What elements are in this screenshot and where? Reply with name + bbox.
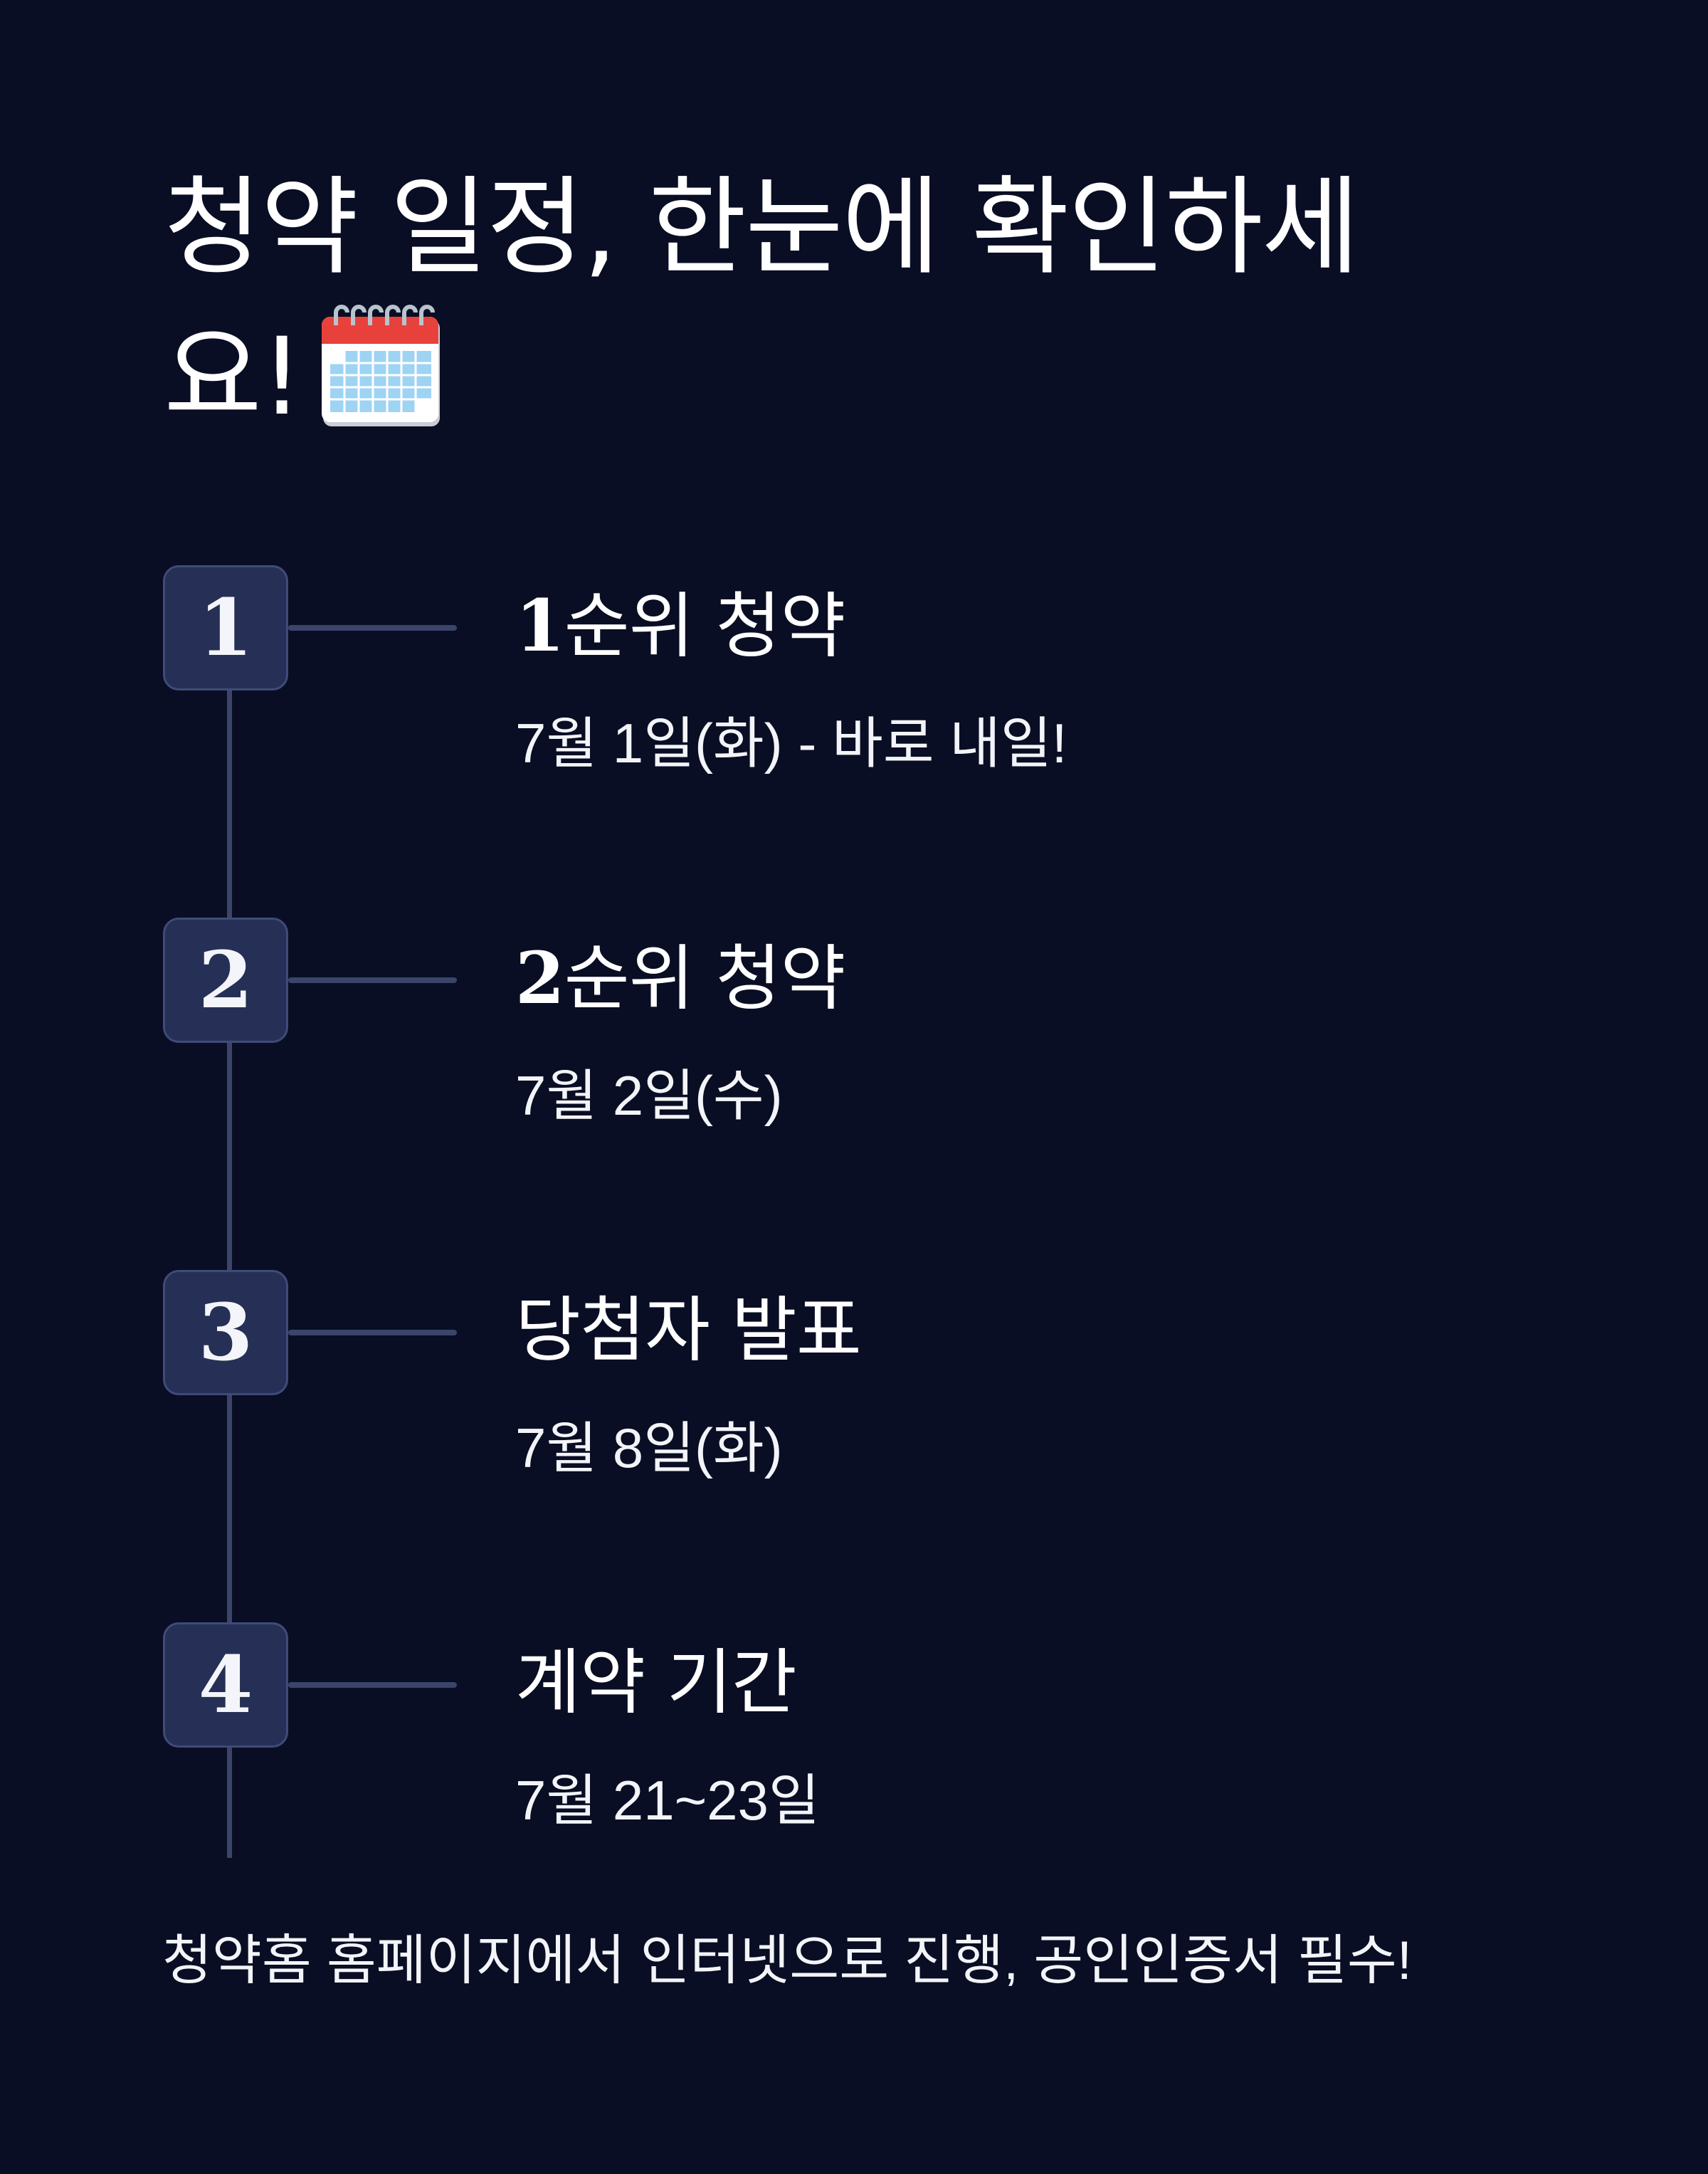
step-number-badge: 3 xyxy=(163,1270,288,1395)
step-title-text: 순위 청약 xyxy=(564,584,846,668)
step-title: 계약 기간 xyxy=(515,1641,797,1724)
step-connector xyxy=(288,1330,457,1335)
page-title-line-1: 청약 일정, 한눈에 확인하세 xyxy=(164,166,1360,290)
page-title-line-2: 요! xyxy=(164,315,303,439)
timeline-step-2: 2 2순위 청약 7월 2일(수) xyxy=(0,918,1708,1202)
step-title: 2순위 청약 xyxy=(515,932,845,1025)
step-connector xyxy=(288,625,457,631)
step-date: 7월 8일(화) xyxy=(515,1417,783,1479)
step-date: 7월 1일(화) - 바로 내일! xyxy=(515,712,1068,774)
timeline-step-3: 3 당첨자 발표 7월 8일(화) xyxy=(0,1270,1708,1555)
calendar-icon xyxy=(319,304,444,468)
step-number-badge: 4 xyxy=(163,1622,288,1748)
footer-note: 청약홈 홈페이지에서 인터넷으로 진행, 공인인증서 필수! xyxy=(162,1931,1412,1991)
step-number-badge: 1 xyxy=(163,565,288,690)
step-title: 1순위 청약 xyxy=(515,579,845,673)
step-connector xyxy=(288,977,457,983)
step-title: 당첨자 발표 xyxy=(515,1288,862,1372)
timeline-line xyxy=(227,662,232,1858)
timeline-step-1: 1 1순위 청약 7월 1일(화) - 바로 내일! xyxy=(0,565,1708,850)
step-title-number: 2 xyxy=(515,936,565,1020)
step-number-badge: 2 xyxy=(163,918,288,1043)
page-title: 청약 일정, 한눈에 확인하세 요! xyxy=(164,153,1516,468)
step-title-number: 1 xyxy=(515,584,565,668)
step-date: 7월 2일(수) xyxy=(515,1064,783,1127)
step-connector xyxy=(288,1682,457,1688)
timeline-step-4: 4 계약 기간 7월 21~23일 xyxy=(0,1622,1708,1907)
step-date: 7월 21~23일 xyxy=(515,1769,820,1832)
step-title-text: 순위 청약 xyxy=(564,937,846,1020)
